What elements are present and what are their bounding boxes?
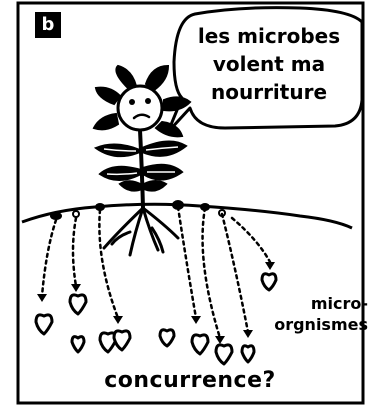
ground-line <box>22 204 352 228</box>
caption: concurrence? <box>60 367 320 395</box>
microorganisms-label: micro- orgnismes <box>258 293 368 335</box>
speech-line: les microbes <box>188 22 350 50</box>
speech-line: volent ma <box>188 50 350 78</box>
microorganisms-line: micro- <box>258 293 368 314</box>
speech-bubble-text: les microbes volent ma nourriture <box>188 22 350 106</box>
microorganisms-line: orgnismes <box>258 314 368 335</box>
panel-label: b <box>35 12 61 38</box>
dotted-arrows <box>42 207 270 338</box>
microbes <box>36 274 276 364</box>
speech-line: nourriture <box>188 78 350 106</box>
plant-roots <box>104 208 178 255</box>
flower-face <box>118 86 162 130</box>
